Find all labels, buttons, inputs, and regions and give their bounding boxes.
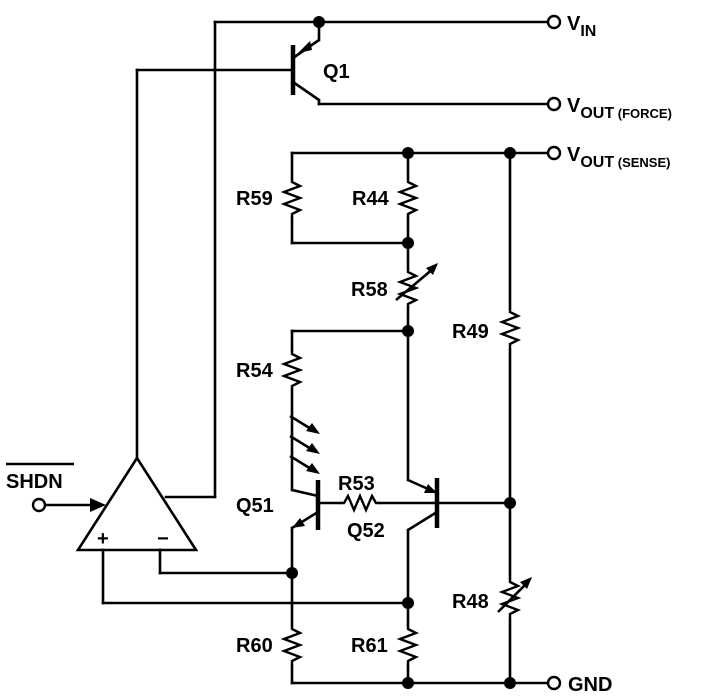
- vin-terminal: [546, 14, 562, 30]
- r44-label: R44: [352, 188, 390, 210]
- opamp-minus: −: [157, 528, 169, 550]
- resistor-r49: [498, 308, 522, 350]
- r54-label: R54: [236, 360, 274, 382]
- r48-label: R48: [452, 591, 489, 613]
- resistor-r48: [497, 577, 532, 620]
- shdn-terminal: [31, 497, 47, 513]
- resistor-r54: [280, 350, 304, 390]
- r58-label: R58: [351, 279, 388, 301]
- q52-transistor: [406, 478, 440, 627]
- r60-label: R60: [236, 635, 273, 657]
- vout-force-terminal: [546, 96, 562, 112]
- r61-label: R61: [351, 635, 388, 657]
- opamp-plus: +: [97, 528, 109, 550]
- wires-opamp-inputs: [101, 548, 410, 605]
- r59-label: R59: [236, 188, 273, 210]
- q1-label: Q1: [323, 61, 350, 83]
- gnd-terminal: [546, 675, 562, 691]
- q52-label: Q52: [347, 520, 385, 542]
- shdn-label: SHDN: [6, 471, 63, 493]
- r49-label: R49: [452, 321, 489, 343]
- wires-top: [135, 20, 550, 499]
- junction-dots: [286, 16, 516, 689]
- vout-force-label: VOUT (FORCE): [567, 95, 672, 122]
- resistor-r44: [396, 178, 420, 218]
- resistor-r59: [280, 178, 304, 218]
- light-arrows: [289, 414, 320, 474]
- resistor-r58: [395, 263, 438, 308]
- q1-transistor: [290, 38, 320, 102]
- gnd-label: GND: [568, 674, 612, 696]
- q51-label: Q51: [236, 495, 274, 517]
- resistor-r60: [280, 625, 304, 685]
- vout-sense-terminal: [546, 145, 562, 161]
- vout-sense-label: VOUT (SENSE): [567, 144, 670, 171]
- vin-label: VIN: [567, 13, 596, 40]
- shdn-input: SHDN: [6, 462, 106, 513]
- opamp: + −: [75, 455, 199, 552]
- r53-label: R53: [338, 473, 375, 495]
- resistor-r53: [316, 492, 512, 514]
- resistor-r61: [396, 625, 420, 685]
